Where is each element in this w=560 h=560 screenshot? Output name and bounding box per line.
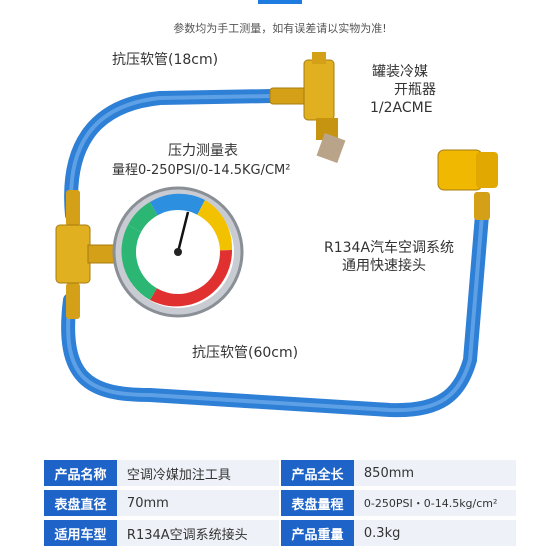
pressure-gauge: [112, 186, 244, 318]
spec-value: 0-250PSI・0-14.5kg/cm²: [353, 490, 516, 516]
long-hose-label: 抗压软管(60cm): [192, 345, 299, 361]
spec-key: 产品全长: [280, 460, 354, 486]
spec-key: 产品重量: [280, 520, 354, 546]
spec-value: 850mm: [353, 460, 516, 486]
top-accent-bar: [258, 0, 302, 4]
can-tap-label-line3: 1/2ACME: [370, 100, 433, 116]
can-tap-valve: [269, 52, 346, 164]
coupler-label-line2: 通用快速接头: [342, 258, 426, 274]
spec-key: 适用车型: [44, 520, 117, 546]
short-hose-label: 抗压软管(18cm): [112, 52, 219, 68]
quick-coupler: [437, 149, 498, 220]
spec-value: 0.3kg: [353, 520, 516, 546]
brass-fitting-top: [66, 190, 80, 226]
gauge-label-line2: 量程0-250PSI/0-14.5KG/CM²: [112, 163, 291, 178]
gauge-label-line1: 压力测量表: [168, 143, 238, 159]
spec-row: 适用车型 R134A空调系统接头 产品重量 0.3kg: [44, 520, 516, 546]
spec-row: 产品名称 空调冷媒加注工具 产品全长 850mm: [44, 460, 516, 486]
measurement-notice: 参数均为手工测量，如有误差请以实物为准!: [173, 22, 387, 35]
spec-key: 表盘直径: [44, 490, 117, 516]
spec-value: 空调冷媒加注工具: [116, 460, 279, 486]
coupler-label-line1: R134A汽车空调系统: [324, 240, 455, 256]
spec-key: 表盘量程: [280, 490, 354, 516]
spec-table: 产品名称 空调冷媒加注工具 产品全长 850mm 表盘直径 70mm 表盘量程 …: [44, 456, 516, 550]
brass-tee: [55, 224, 91, 284]
can-tap-label-line1: 罐装冷媒: [372, 64, 428, 80]
can-tap-label-line2: 开瓶器: [394, 82, 436, 98]
brass-fitting-bottom: [66, 283, 80, 319]
spec-row: 表盘直径 70mm 表盘量程 0-250PSI・0-14.5kg/cm²: [44, 490, 516, 516]
spec-value: 70mm: [116, 490, 279, 516]
spec-value: R134A空调系统接头: [116, 520, 279, 546]
product-photo: [55, 52, 498, 418]
spec-key: 产品名称: [44, 460, 117, 486]
